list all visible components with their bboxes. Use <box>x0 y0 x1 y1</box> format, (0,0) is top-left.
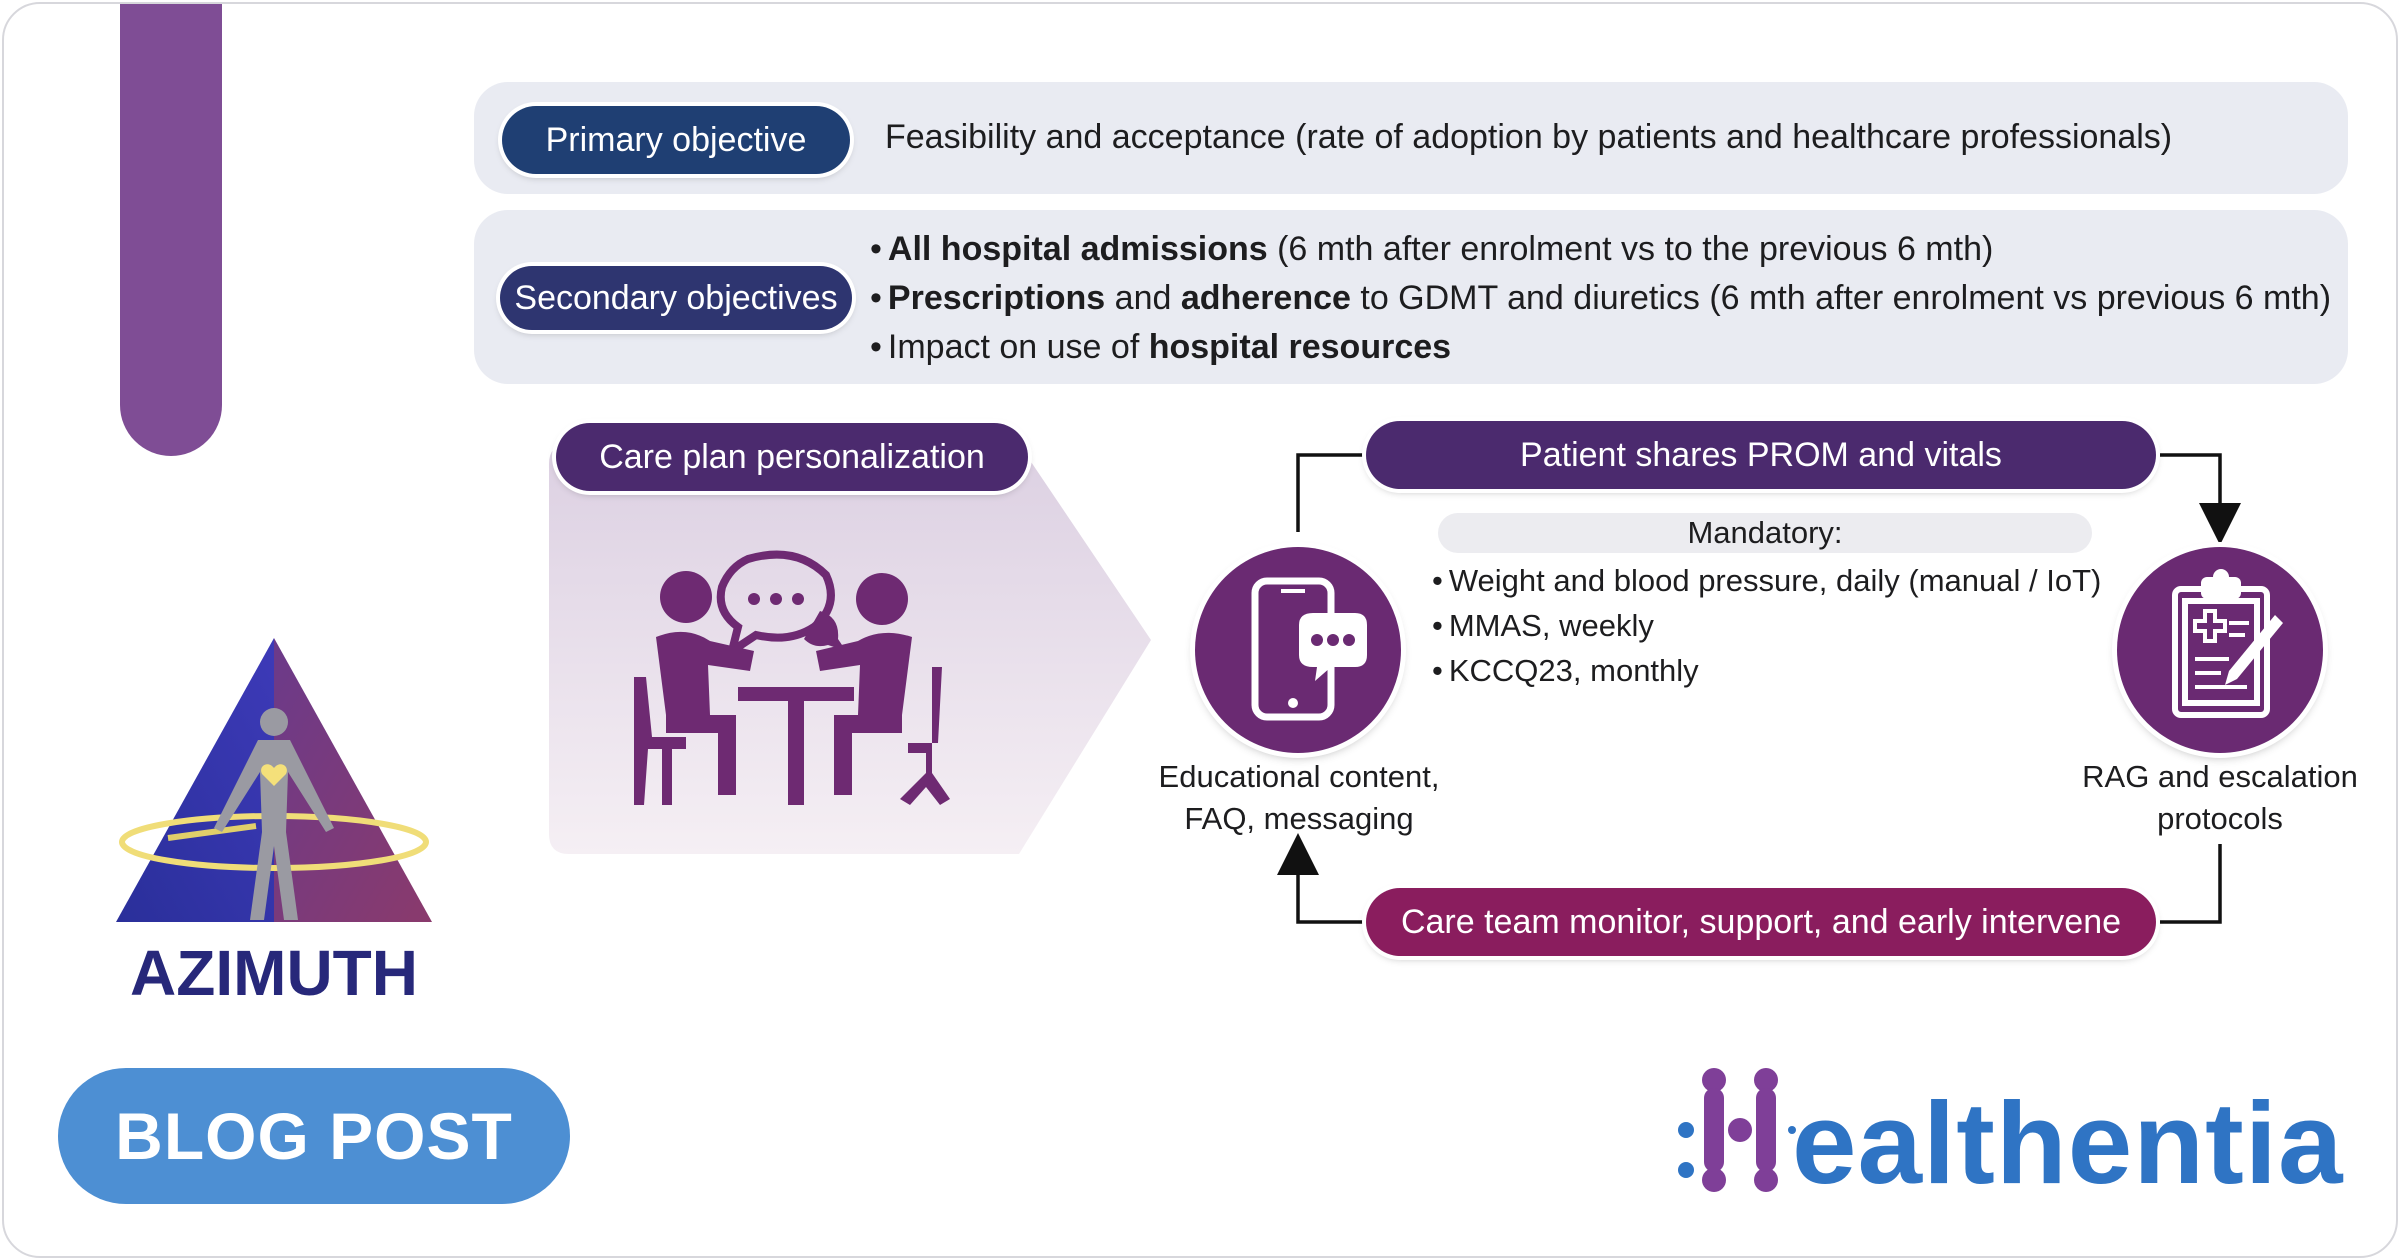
secondary-item: •Impact on use of hospital resources <box>870 328 1452 366</box>
decorative-side-bar <box>120 4 222 456</box>
primary-objective-pill: Primary objective <box>502 106 850 174</box>
smartphone-chat-icon <box>1251 577 1367 721</box>
secondary-objectives-label: Secondary objectives <box>514 278 838 317</box>
primary-objective-text: Feasibility and acceptance (rate of adop… <box>885 118 2173 156</box>
secondary-item: •Prescriptions and adherence to GDMT and… <box>870 279 2332 317</box>
secondary-objectives-pill: Secondary objectives <box>500 266 852 330</box>
care-team-pill: Care team monitor, support, and early in… <box>1366 888 2156 956</box>
protocols-circle <box>2117 547 2323 753</box>
care-plan-label: Care plan personalization <box>599 437 985 476</box>
messaging-circle <box>1195 547 1401 753</box>
blog-post-label: BLOG POST <box>115 1099 513 1173</box>
mandatory-item: •MMAS, weekly <box>1432 608 1654 643</box>
healthentia-h-mark <box>1678 1068 1796 1192</box>
blog-post-button[interactable]: BLOG POST <box>58 1068 570 1204</box>
secondary-objectives-list: •All hospital admissions (6 mth after en… <box>870 225 2331 372</box>
patient-shares-label: Patient shares PROM and vitals <box>1520 435 2002 474</box>
clipboard-icon <box>2172 569 2283 718</box>
consultation-icon <box>634 550 950 805</box>
secondary-item: •All hospital admissions (6 mth after en… <box>870 230 1994 268</box>
mandatory-item: •Weight and blood pressure, daily (manua… <box>1432 563 2102 598</box>
care-plan-pill: Care plan personalization <box>556 423 1028 491</box>
healthentia-wordmark: ealthentia <box>1792 1078 2344 1208</box>
cycle-connectors <box>1277 453 2241 924</box>
mandatory-item: •KCCQ23, monthly <box>1432 653 1699 688</box>
protocols-caption: RAG and escalation protocols <box>2082 759 2358 836</box>
messaging-caption: Educational content, FAQ, messaging <box>1158 759 1440 836</box>
patient-shares-pill: Patient shares PROM and vitals <box>1366 421 2156 489</box>
mandatory-list: •Weight and blood pressure, daily (manua… <box>1432 558 2101 693</box>
care-team-label: Care team monitor, support, and early in… <box>1400 902 2122 941</box>
azimuth-logo <box>116 638 432 922</box>
mandatory-title: Mandatory: <box>1438 513 2092 553</box>
azimuth-logo-text: AZIMUTH <box>130 937 418 1009</box>
primary-objective-label: Primary objective <box>545 120 807 159</box>
